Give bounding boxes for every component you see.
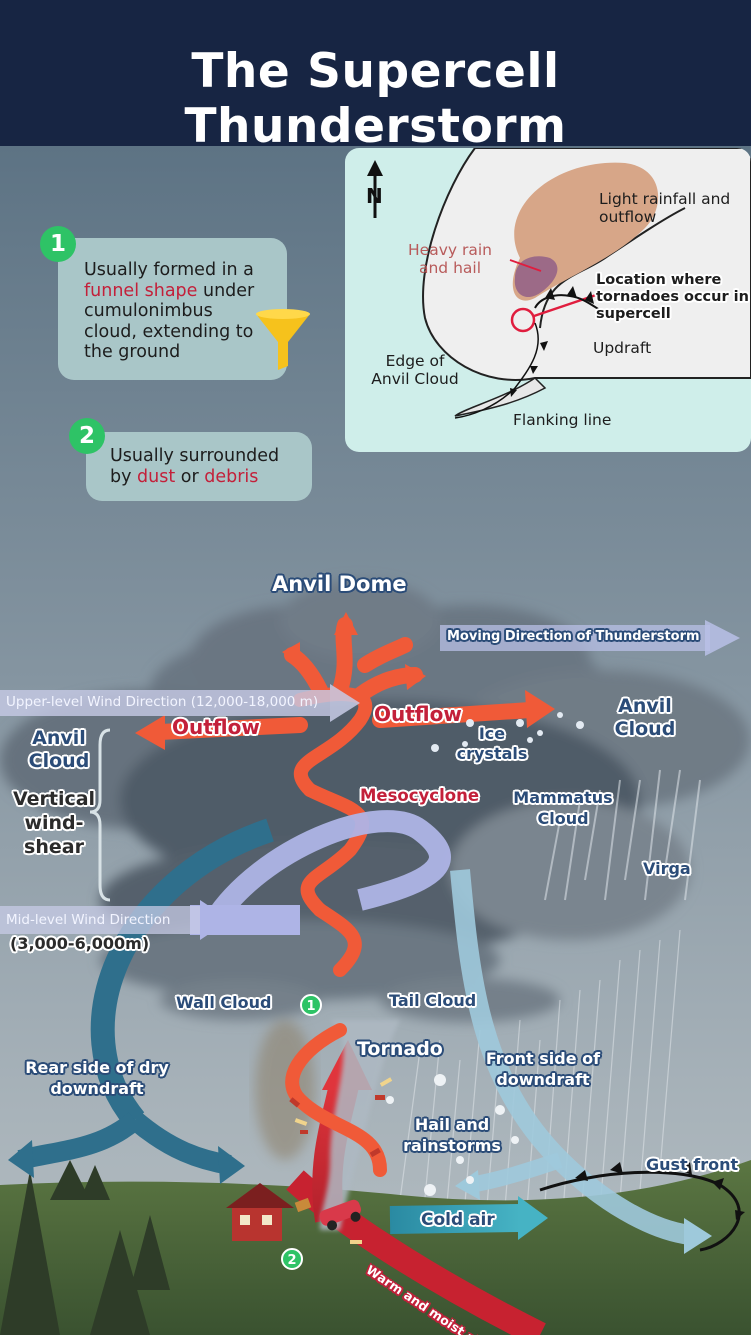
front-downdraft-label: Front side of downdraft (485, 1049, 601, 1089)
cold-air-arrow (389, 1204, 521, 1234)
mesocyclone-label: Mesocyclone (360, 786, 480, 805)
header-bar: The Supercell Thunderstorm (0, 0, 751, 154)
car (319, 1199, 362, 1231)
tornado-label: Tornado (357, 1038, 443, 1060)
cumulonimbus-cloud (0, 580, 750, 1022)
tornado-location-label: Location where tornadoes occur in superc… (596, 272, 749, 322)
moving-direction-arrow (440, 625, 710, 651)
north-label: N (366, 184, 383, 208)
front-downdraft-arrow (450, 869, 692, 1245)
card-1-highlight: funnel shape (84, 280, 198, 301)
heavy-rain-label: Heavy rain and hail (408, 241, 492, 277)
shear-bracket (89, 728, 111, 902)
hail-rainstorms-label: Hail and rainstorms (403, 1115, 501, 1155)
info-card-dust: Usually surrounded by dust or debris (86, 432, 312, 501)
flanking-line-label: Flanking line (513, 411, 612, 429)
vertical-wind-shear-label: Vertical wind-shear (12, 788, 96, 858)
edge-of-anvil-label: Edge of Anvil Cloud (371, 352, 459, 388)
marker-2-badge: 2 (69, 418, 105, 454)
card-2-highlight-dust: dust (137, 466, 176, 487)
mid-wind-label: Mid-level Wind Direction (6, 912, 171, 928)
ice-crystals-label: Ice crystals (456, 724, 528, 763)
updraft-label: Updraft (593, 339, 652, 357)
north-arrow-icon (367, 160, 383, 218)
card-1-text: Usually formed in a funnel shape under c… (84, 260, 264, 363)
cold-air-label: Cold air (421, 1210, 495, 1230)
card-2-highlight-debris: debris (204, 466, 259, 487)
hail-dots (386, 1074, 519, 1196)
virga-label: Virga (643, 859, 691, 878)
gust-front-label: Gust front (646, 1155, 739, 1174)
tornado-funnel (320, 1020, 400, 1230)
card-1-text-pre: Usually formed in a (84, 260, 254, 280)
tornado-location-circle (510, 307, 536, 333)
mammatus-cloud-label: Mammatus Cloud (513, 788, 613, 828)
wall-cloud-label: Wall Cloud (176, 993, 272, 1012)
card-2-text-mid: or (175, 466, 205, 487)
light-rain-label: Light rainfall and outflow (599, 190, 731, 226)
rear-downdraft-label: Rear side of dry downdraft (25, 1058, 169, 1098)
mid-wind-range-label: (3,000-6,000m) (10, 934, 150, 953)
map-drawing (367, 148, 751, 419)
upper-wind-label: Upper-level Wind Direction (12,000-18,00… (6, 694, 319, 710)
rear-downdraft-arrow (90, 818, 274, 1128)
card-1-text-post: under cumulonimbus cloud, extending to t… (84, 280, 255, 363)
supercell-map-inset: N Light rainfall and outflow Heavy rain … (345, 148, 751, 452)
outflow-right-label: Outflow (374, 702, 462, 726)
ice-crystal-dots (431, 712, 584, 752)
tail-cloud-label: Tail Cloud (389, 991, 477, 1010)
diagram-marker-2: 2 (281, 1248, 303, 1270)
anvil-cloud-right-label: Anvil Cloud (614, 695, 676, 740)
diagram-marker-1: 1 (300, 994, 322, 1016)
trees (0, 1160, 170, 1335)
outflow-left-label: Outflow (172, 715, 260, 739)
marker-1-badge: 1 (40, 226, 76, 262)
house (226, 1183, 312, 1241)
upper-wind-arrow (0, 690, 330, 716)
anvil-dome-label: Anvil Dome (272, 572, 407, 596)
page-title: The Supercell Thunderstorm (184, 44, 567, 154)
card-2-text: Usually surrounded by dust or debris (110, 446, 300, 487)
funnel-icon (256, 309, 310, 370)
info-card-funnel: Usually formed in a funnel shape under c… (58, 238, 310, 380)
card-2-text-pre: Usually surrounded by (110, 446, 280, 487)
virga-streaks (544, 769, 701, 901)
anvil-cloud-left-label: Anvil Cloud (28, 727, 90, 772)
moving-direction-label: Moving Direction of Thunderstorm (447, 629, 700, 644)
